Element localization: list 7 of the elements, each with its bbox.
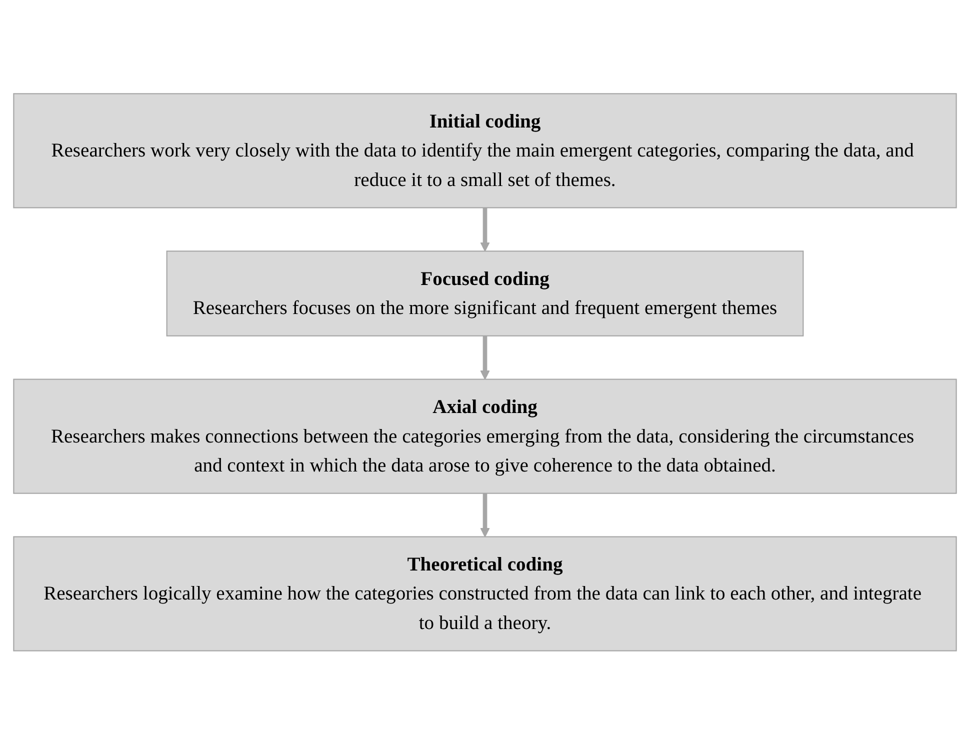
arrow bbox=[480, 494, 490, 538]
node-box: Focused coding Researchers focuses on the more significant and frequent emergent themes bbox=[166, 250, 804, 337]
node-box: Axial coding Researchers makes connections between the categories emerging from the data, considering the circumstances and context in which the data arose to give coherence to the data obtained. bbox=[13, 379, 957, 494]
arrow bbox=[480, 336, 490, 380]
node-box: Theoretical coding Researchers logically examine how the categories constructed from the data can link to each other, and integrate to build a theory. bbox=[13, 536, 957, 652]
node-box: Initial coding Researchers work very closely with the data to identify the main emergent categories, comparing the data, and reduce it to a small set of themes. bbox=[13, 93, 957, 209]
arrow bbox=[480, 208, 490, 252]
